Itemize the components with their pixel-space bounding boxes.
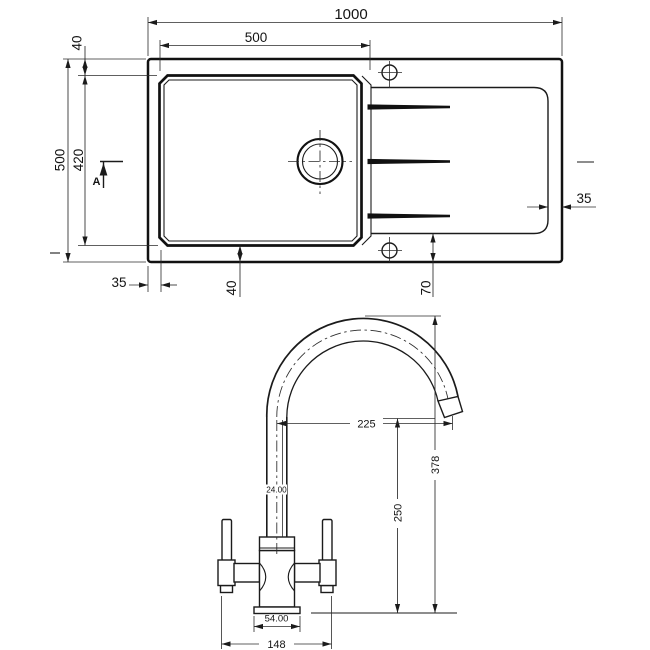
dim-overall-width-label: 1000 (334, 6, 367, 23)
tap-handle-lever-right (321, 518, 333, 562)
sink-outline (146, 57, 564, 264)
tap-handle-foot-left (219, 584, 234, 594)
drainer-groove (367, 104, 450, 110)
tap-base-plate (253, 606, 301, 615)
dim-bowl-width-label: 500 (245, 30, 268, 45)
dim-overall-depth-label: 500 (53, 149, 68, 172)
sink-plan-view: A (50, 57, 594, 264)
dim-spout-clearance-label: 250 (393, 504, 405, 522)
section-marker-arrow (99, 163, 108, 176)
dim-handle-span-label: 148 (267, 639, 285, 650)
drainer-groove (367, 158, 450, 165)
dim-top-rim-label: 40 (70, 35, 85, 50)
tap-body (258, 549, 296, 608)
section-marker: A (93, 160, 123, 188)
drainer-outline (371, 86, 549, 235)
tap-body-curve-right (287, 562, 295, 592)
dim-tube-diameter-label: 24.00 (266, 486, 287, 495)
tap-arm-left (233, 562, 261, 583)
tap-elevation-view (217, 317, 464, 615)
dim-spout-reach-label: 225 (357, 419, 375, 431)
tap-handle-hub-left (217, 559, 236, 587)
dim-left-rim-label: 35 (111, 275, 126, 290)
bowl-rim-inner (163, 79, 358, 242)
spout-nozzle (437, 395, 464, 419)
tap-dimensions: 378 250 225 24.00 54.00 148 (221, 315, 453, 650)
dim-drainer-bottom-label: 70 (419, 280, 434, 295)
sink-dimensions: 1000 500 500 420 40 35 (53, 6, 596, 297)
spout-arc-outer (265, 317, 459, 418)
tap-arm-right (293, 562, 321, 583)
dim-bowl-depth-label: 420 (71, 149, 86, 172)
tap-handle-lever-left (221, 518, 233, 562)
spout-arc-inner (286, 340, 439, 418)
tap-handle-hub-right (318, 559, 337, 587)
spout-arc-centerline (276, 329, 449, 418)
tap-handle-foot-right (320, 584, 334, 594)
bowl-rim-outer (158, 74, 363, 247)
drainer-groove (367, 213, 450, 219)
dim-bowl-bottom-rim-label: 40 (224, 280, 239, 295)
dim-overall-height-label: 378 (430, 456, 442, 474)
tap-body-curve-left (259, 562, 267, 592)
dim-base-width-label: 54.00 (265, 614, 289, 625)
dim-right-rim-label: 35 (576, 191, 591, 206)
section-marker-label: A (93, 176, 101, 188)
